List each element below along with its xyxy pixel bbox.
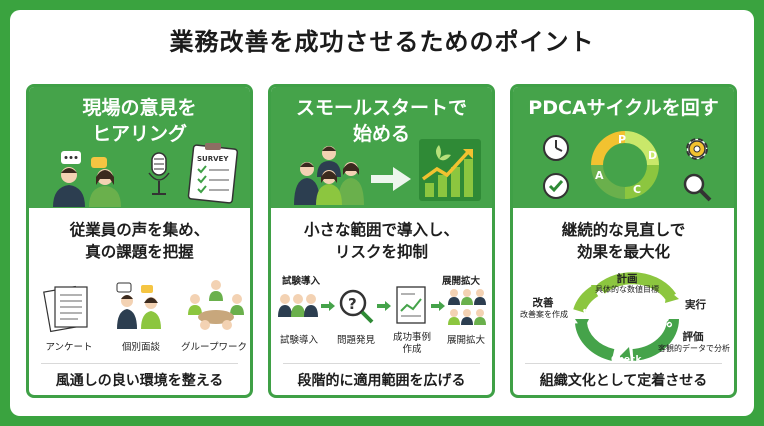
pdca-act-label: 改善 bbox=[532, 297, 554, 309]
trial-people-icon bbox=[278, 294, 318, 317]
interview-icon bbox=[116, 282, 161, 329]
divider bbox=[283, 363, 480, 364]
gear-icon bbox=[686, 138, 708, 160]
card-hearing: 現場の意見を ヒアリング SURVEY 従業員の声 bbox=[26, 84, 253, 398]
pdca-check-label: 評価 bbox=[682, 331, 704, 343]
team-icon bbox=[294, 146, 364, 205]
magnifier-icon bbox=[683, 173, 712, 202]
top-label: 試験導入 bbox=[281, 276, 320, 287]
card-subtitle: 小さな範囲で導入し、 リスクを抑制 bbox=[303, 221, 459, 261]
step-label: 成功事例 作成 bbox=[392, 332, 431, 355]
questionnaire-papers-icon bbox=[43, 285, 88, 333]
step-label: 展開拡大 bbox=[446, 335, 485, 346]
card-footer: 段階的に適用範囲を広げる bbox=[297, 373, 466, 389]
card-pdca: PDCAサイクルを回す P D C A 継続的な見直しで 効 bbox=[510, 84, 737, 398]
pdca-diagram: Act Do Check bbox=[573, 272, 680, 365]
svg-text:Check: Check bbox=[611, 355, 642, 365]
arrow-right-icon bbox=[371, 167, 411, 191]
svg-text:?: ? bbox=[348, 295, 357, 313]
pdca-plan-label: 計画 bbox=[616, 273, 638, 285]
card-title: 現場の意見を ヒアリング bbox=[82, 97, 197, 145]
top-label: 展開拡大 bbox=[441, 276, 480, 287]
people-talking-icon bbox=[53, 151, 121, 207]
arrow-right-icon bbox=[321, 301, 335, 311]
card-header: PDCAサイクルを回す P D C A bbox=[513, 87, 734, 208]
pdca-do-label: 実行 bbox=[685, 299, 706, 311]
pdca-check-detail: 客観的データで分析 bbox=[658, 344, 730, 353]
pdca-act-detail: 改善案を作成 bbox=[520, 310, 568, 319]
survey-label: SURVEY bbox=[197, 155, 229, 163]
card-title: PDCAサイクルを回す bbox=[528, 97, 719, 119]
svg-text:D: D bbox=[648, 149, 657, 162]
method-label: アンケート bbox=[45, 342, 93, 353]
card-small-start: スモールスタートで 始める 小さな範囲で導入し、 リスクを抑制 試験導入 展開拡… bbox=[268, 84, 495, 398]
card-title: スモールスタートで 始める bbox=[295, 97, 467, 145]
report-chart-icon bbox=[396, 286, 426, 324]
card-subtitle: 従業員の声を集め、 真の課題を把握 bbox=[69, 221, 210, 261]
page-title: 業務改善を成功させるためのポイント bbox=[169, 28, 595, 56]
magnifier-question-icon: ? bbox=[339, 289, 374, 324]
pdca-plan-detail: 具体的な数値目標 bbox=[595, 285, 659, 294]
svg-text:P: P bbox=[618, 133, 626, 146]
card-header: 現場の意見を ヒアリング SURVEY bbox=[29, 87, 250, 208]
divider bbox=[525, 363, 722, 364]
svg-text:A: A bbox=[595, 169, 604, 182]
survey-clipboard-icon: SURVEY bbox=[187, 143, 239, 204]
step-label: 試験導入 bbox=[279, 335, 318, 346]
group-work-icon bbox=[188, 280, 244, 330]
divider bbox=[41, 363, 238, 364]
arrow-right-icon bbox=[431, 301, 445, 311]
checkmark-icon bbox=[543, 173, 569, 199]
arrow-right-icon bbox=[377, 301, 391, 311]
card-header: スモールスタートで 始める bbox=[271, 87, 492, 208]
expanded-team-icon bbox=[448, 289, 486, 325]
method-label: グループワーク bbox=[181, 342, 247, 353]
card-footer: 組織文化として定着させる bbox=[539, 373, 708, 389]
card-subtitle: 継続的な見直しで 効果を最大化 bbox=[561, 221, 686, 261]
step-label: 問題発見 bbox=[336, 335, 375, 346]
growth-chart-icon bbox=[419, 139, 481, 201]
microphone-icon bbox=[148, 152, 170, 195]
pdca-cycle-icon: P D C A bbox=[591, 131, 659, 199]
method-label: 個別面談 bbox=[121, 342, 160, 353]
svg-text:C: C bbox=[633, 183, 641, 196]
card-footer: 風通しの良い環境を整える bbox=[55, 373, 224, 389]
clock-icon bbox=[543, 135, 569, 161]
